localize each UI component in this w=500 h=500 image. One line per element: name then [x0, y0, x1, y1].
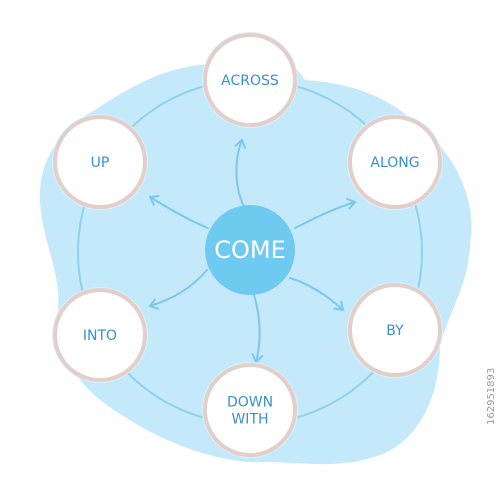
arrow-across [234, 139, 247, 211]
arrowhead [234, 139, 247, 149]
node-circle [53, 115, 147, 209]
node-label: INTO [83, 328, 117, 344]
node-along: ALONG [347, 114, 443, 210]
arrow-up [149, 195, 209, 229]
arrowhead [149, 195, 160, 206]
node-label: ACROSS [221, 73, 279, 89]
node-by: BY [347, 282, 443, 378]
node-circle [203, 363, 297, 457]
node-label: BY [386, 323, 404, 339]
center-node: COME [205, 205, 295, 295]
node-label: ALONG [370, 155, 419, 171]
arrowhead [333, 300, 344, 311]
node-label: WITH [231, 412, 268, 428]
arrowhead [251, 353, 264, 363]
node-circle [348, 115, 442, 209]
center-circle [205, 205, 295, 295]
arrow-by [289, 277, 344, 311]
arrow-line [235, 139, 247, 211]
arrow-line [149, 269, 208, 307]
arrow-line [253, 294, 261, 363]
arrow-line [294, 201, 356, 229]
node-into: INTO [52, 287, 148, 383]
arrow-line [149, 196, 209, 229]
node-circle [53, 288, 147, 382]
arrow-into [149, 269, 208, 310]
center-label: COME [214, 236, 286, 264]
stock-id-watermark: 162951893 [486, 368, 497, 425]
arrows-group [149, 139, 356, 363]
node-circle [203, 33, 297, 127]
node-up: UP [52, 114, 148, 210]
arrowhead [346, 197, 356, 210]
node-circle [348, 283, 442, 377]
node-across: ACROSS [202, 32, 298, 128]
arrow-line [289, 277, 344, 311]
arrow-down-with [251, 294, 264, 363]
node-label: DOWN [227, 395, 273, 411]
node-label: UP [91, 155, 110, 171]
arrowhead [149, 298, 160, 310]
arrow-along [294, 197, 356, 229]
